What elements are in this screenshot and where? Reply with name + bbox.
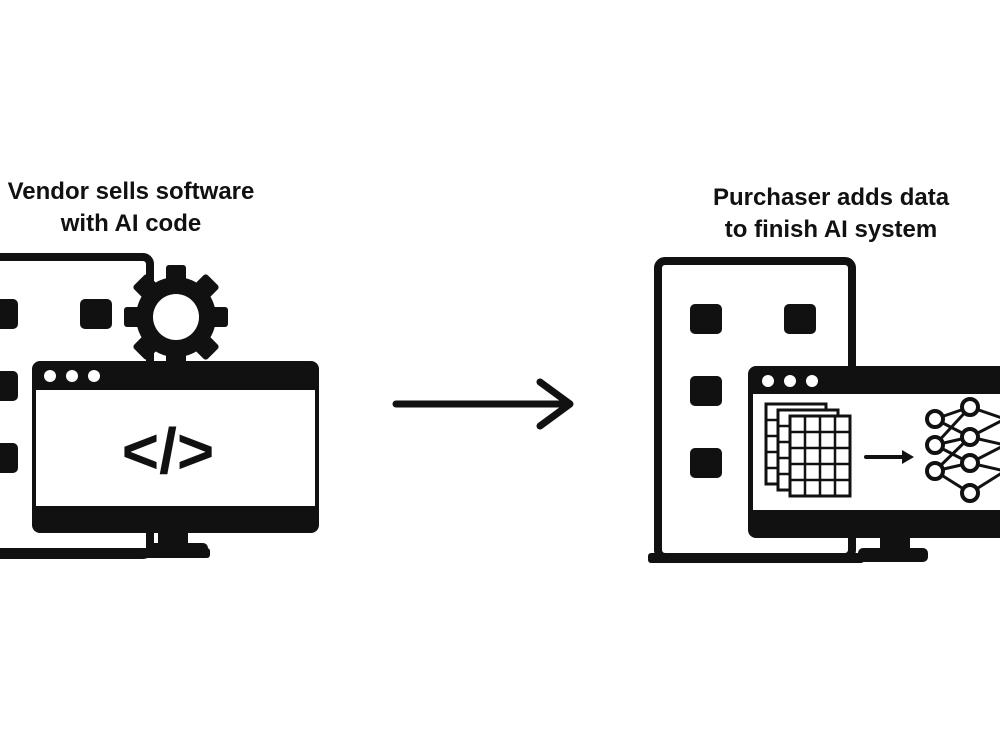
monitor-icon: </> <box>32 361 319 558</box>
arrow-right-icon <box>864 450 914 464</box>
gear-icon <box>124 265 228 369</box>
neural-network-icon <box>925 397 1000 503</box>
code-icon: </> <box>122 415 215 487</box>
vendor-illustration: </> <box>0 253 319 559</box>
vendor-caption-line-2: with AI code <box>60 210 202 237</box>
vendor-caption-line-1: Vendor sells software <box>7 178 255 205</box>
purchaser-caption-line-2: to finish AI system <box>724 216 938 243</box>
data-table-icon <box>764 402 852 498</box>
purchaser-caption: Purchaser adds data to finish AI system <box>700 182 962 246</box>
vendor-caption: Vendor sells software with AI code <box>0 176 262 240</box>
arrow-right-icon <box>392 378 574 430</box>
purchaser-illustration <box>648 257 1000 563</box>
purchaser-caption-line-1: Purchaser adds data <box>712 184 950 211</box>
building-icon <box>648 257 864 563</box>
